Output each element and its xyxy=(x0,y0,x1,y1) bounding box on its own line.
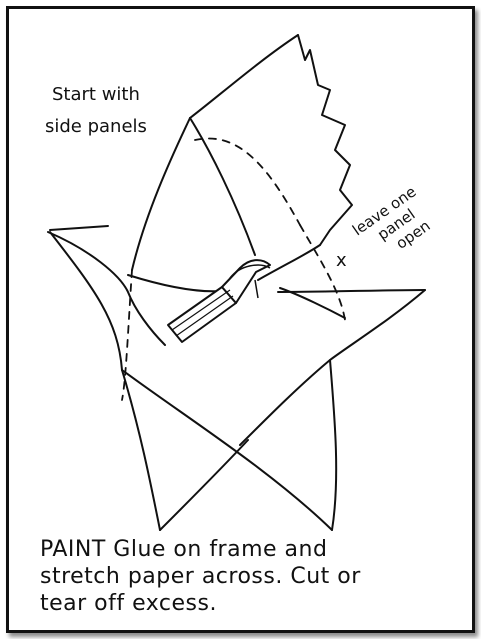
paper-sheet-torn-edge xyxy=(298,35,352,245)
star-frame-bottom-cross-2 xyxy=(160,440,248,530)
label-start-line2: side panels xyxy=(45,116,147,137)
caption-line-3: tear off excess. xyxy=(40,590,460,617)
star-frame-left-arm xyxy=(48,232,165,345)
label-start-line1: Start with xyxy=(52,84,140,105)
caption-line-2: stretch paper across. Cut or xyxy=(40,563,460,590)
hidden-edge-top xyxy=(195,138,300,225)
star-frame-bottom-cross-1 xyxy=(122,370,332,530)
star-frame-mid-left xyxy=(128,275,230,291)
caption-line-1: PAINT Glue on frame and xyxy=(40,536,460,563)
star-frame-right-lower xyxy=(240,290,425,445)
label-leave-mark: x xyxy=(336,250,347,271)
paint-brush-icon xyxy=(168,260,270,342)
star-frame-top-left xyxy=(50,226,108,230)
instruction-caption: PAINT Glue on frame and stretch paper ac… xyxy=(40,536,460,617)
star-frame-peak-left xyxy=(132,118,190,270)
star-frame-right-wing xyxy=(278,290,425,292)
star-frame-right-down xyxy=(330,360,336,530)
paper-sheet-top xyxy=(190,35,298,118)
